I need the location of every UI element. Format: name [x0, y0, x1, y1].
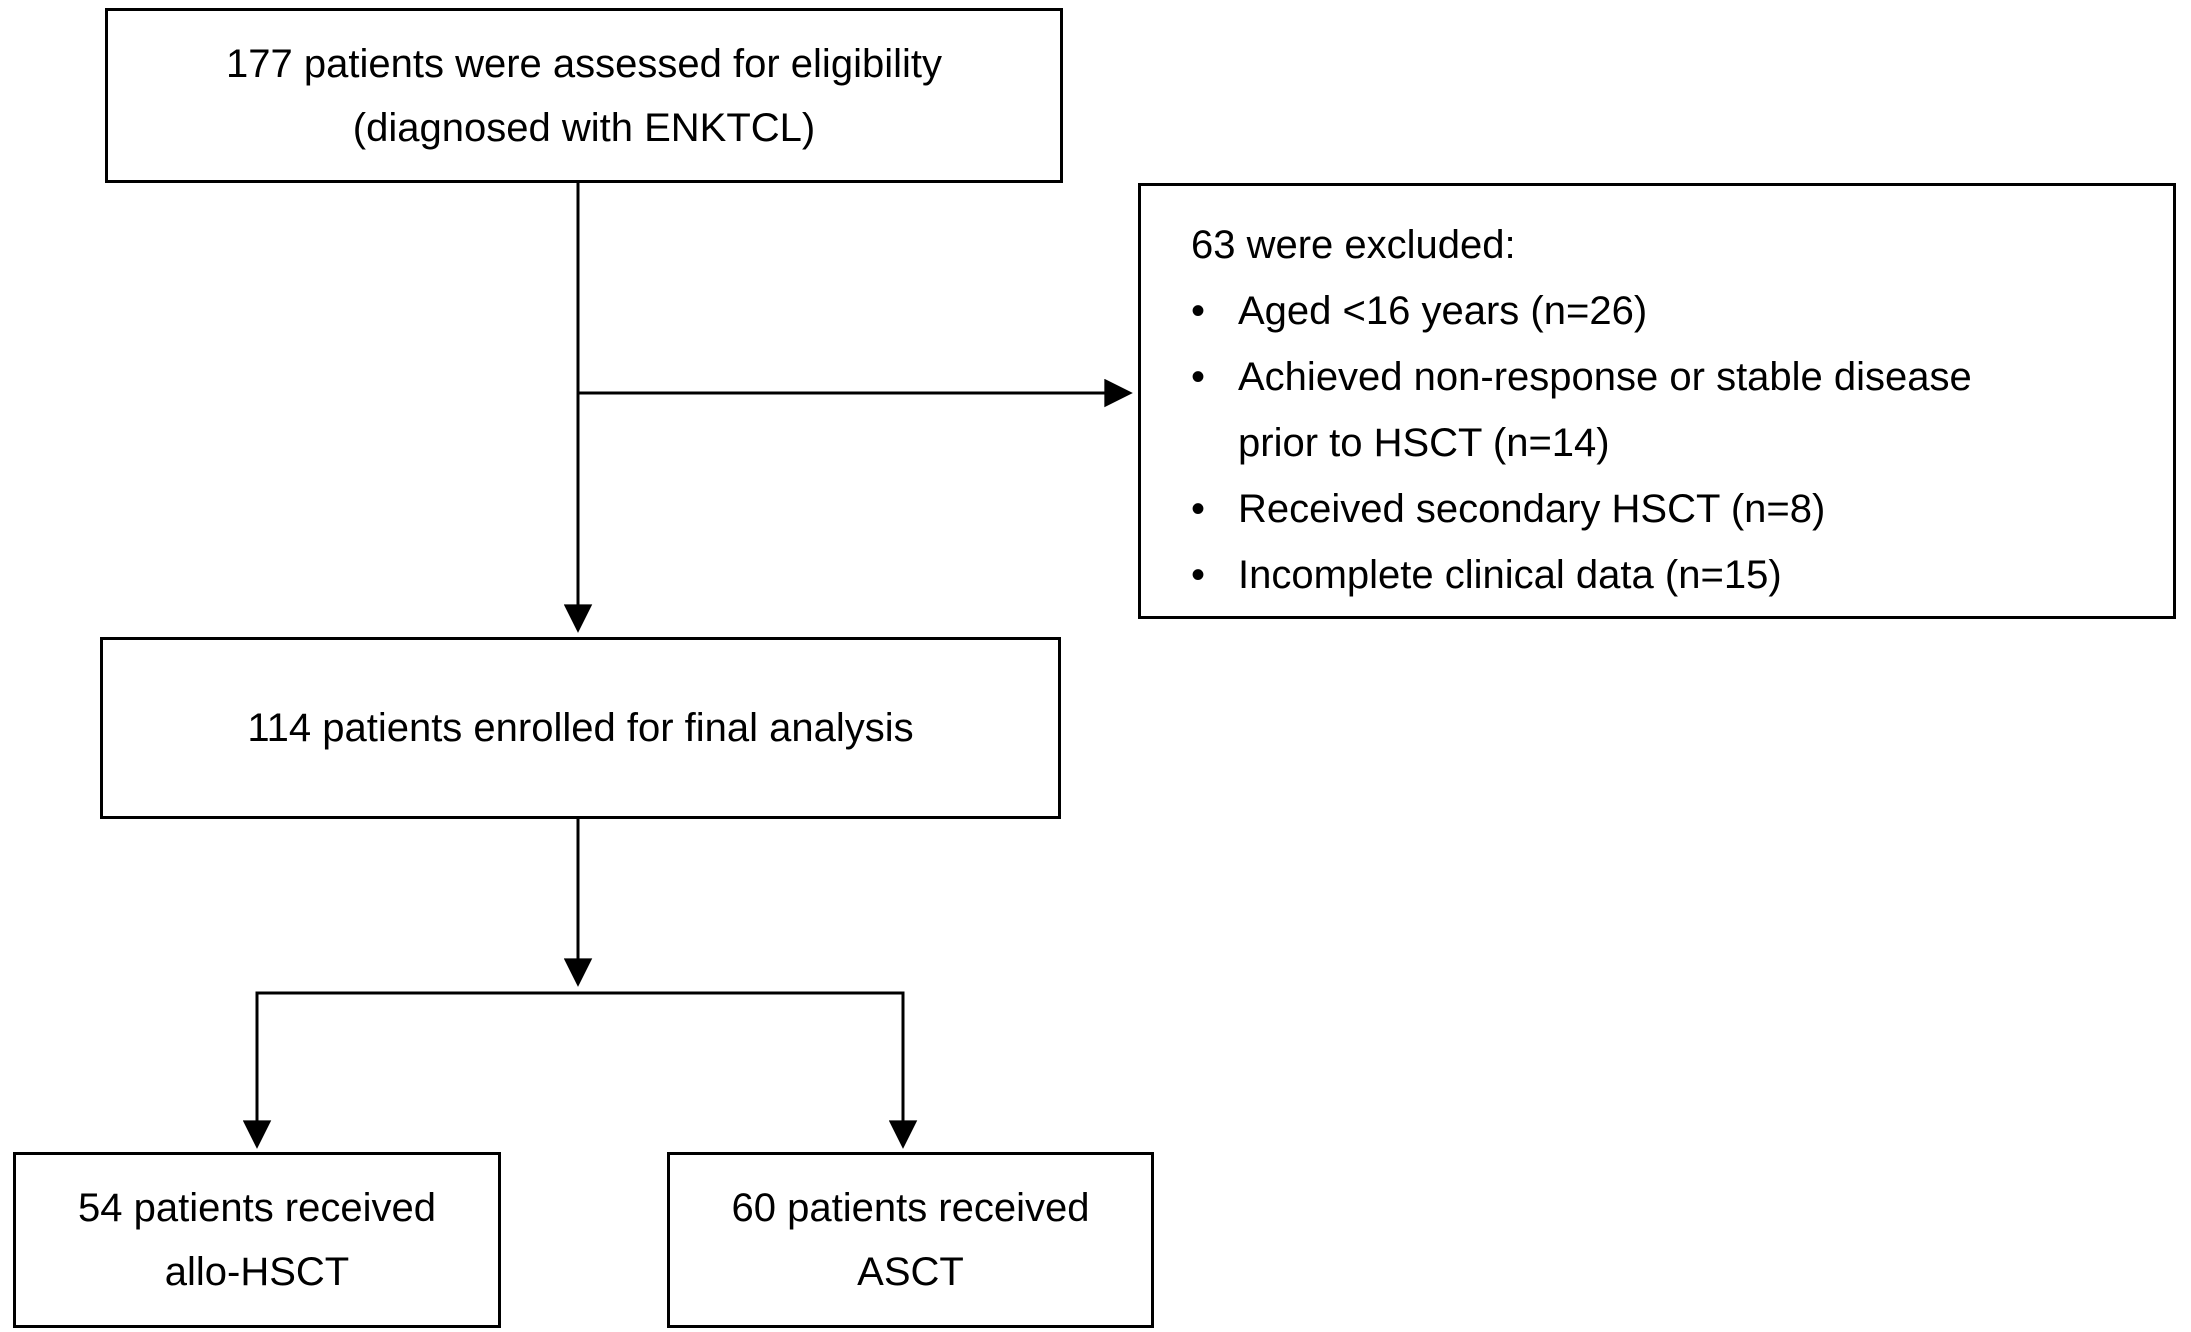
- excluded-heading: 63 were excluded:: [1191, 223, 1516, 267]
- bullet-icon: •: [1191, 553, 1206, 597]
- box-asct: 60 patients received ASCT: [667, 1152, 1154, 1328]
- excluded-item-response-text: Achieved non-response or stable disease …: [1238, 344, 2149, 476]
- box-assessed: 177 patients were assessed for eligibili…: [105, 8, 1063, 183]
- excluded-item-incomplete-data: • Incomplete clinical data (n=15): [1191, 542, 2149, 608]
- excluded-item-response: • Achieved non-response or stable diseas…: [1191, 344, 2149, 476]
- box-excluded: 63 were excluded: • Aged <16 years (n=26…: [1138, 183, 2176, 619]
- excluded-item-age-text: Aged <16 years (n=26): [1238, 289, 1648, 333]
- branch-connector-arrows: [242, 991, 918, 1149]
- box-assessed-line-2: (diagnosed with ENKTCL): [352, 105, 816, 150]
- excluded-item-age: • Aged <16 years (n=26): [1191, 278, 2149, 344]
- box-enrolled: 114 patients enrolled for final analysis: [100, 637, 1061, 819]
- excluded-item-secondary-hsct: • Received secondary HSCT (n=8): [1191, 476, 2149, 542]
- box-allo-hsct: 54 patients received allo-HSCT: [13, 1152, 501, 1328]
- bullet-icon: •: [1191, 355, 1206, 399]
- bullet-icon: •: [1191, 487, 1206, 531]
- box-assessed-line-1: 177 patients were assessed for eligibili…: [226, 41, 942, 86]
- excluded-item-response-line-2: prior to HSCT (n=14): [1238, 421, 1610, 465]
- excluded-list: • Aged <16 years (n=26) • Achieved non-r…: [1191, 278, 2149, 608]
- bullet-icon: •: [1191, 289, 1206, 333]
- box-asct-line-2: ASCT: [857, 1250, 964, 1294]
- box-allo-hsct-line-2: allo-HSCT: [164, 1250, 350, 1294]
- box-asct-line-1: 60 patients received: [731, 1186, 1090, 1230]
- excluded-item-response-line-1: Achieved non-response or stable disease: [1238, 355, 1972, 399]
- excluded-item-secondary-hsct-text: Received secondary HSCT (n=8): [1238, 487, 1826, 531]
- excluded-item-incomplete-data-text: Incomplete clinical data (n=15): [1238, 553, 1782, 597]
- box-allo-hsct-line-1: 54 patients received: [77, 1186, 436, 1230]
- box-enrolled-line-1: 114 patients enrolled for final analysis: [247, 706, 914, 750]
